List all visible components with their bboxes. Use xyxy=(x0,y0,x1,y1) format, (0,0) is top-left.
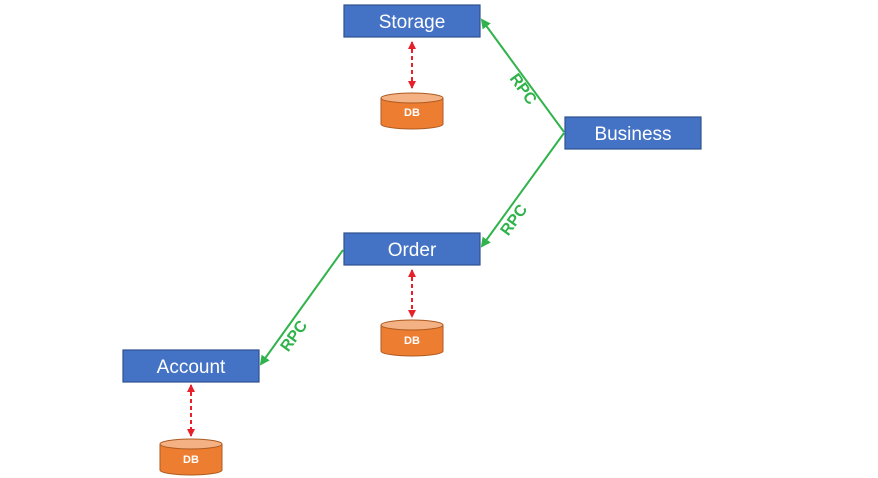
service-storage-label: Storage xyxy=(379,12,446,33)
service-order: Order xyxy=(343,232,481,266)
rpc-label-business-storage: RPC xyxy=(506,71,540,109)
db-cylinder-storage: DB xyxy=(380,92,444,130)
db-cylinder-account: DB xyxy=(159,438,223,476)
service-account: Account xyxy=(122,349,260,383)
rpc-line-order-account xyxy=(259,249,344,366)
service-account-label: Account xyxy=(157,357,226,378)
db-cylinder-order: DB xyxy=(380,319,444,357)
rpc-label-order-account: RPC xyxy=(278,317,312,355)
db-label-storage: DB xyxy=(404,107,420,119)
service-order-label: Order xyxy=(388,240,437,261)
service-business: Business xyxy=(564,116,702,150)
db-label-account: DB xyxy=(183,454,199,466)
rpc-line-business-storage xyxy=(480,18,565,133)
db-label-order: DB xyxy=(404,335,420,347)
service-storage: Storage xyxy=(343,4,481,38)
rpc-label-business-order: RPC xyxy=(498,201,532,239)
service-business-label: Business xyxy=(594,124,671,145)
rpc-line-business-order xyxy=(480,132,565,248)
